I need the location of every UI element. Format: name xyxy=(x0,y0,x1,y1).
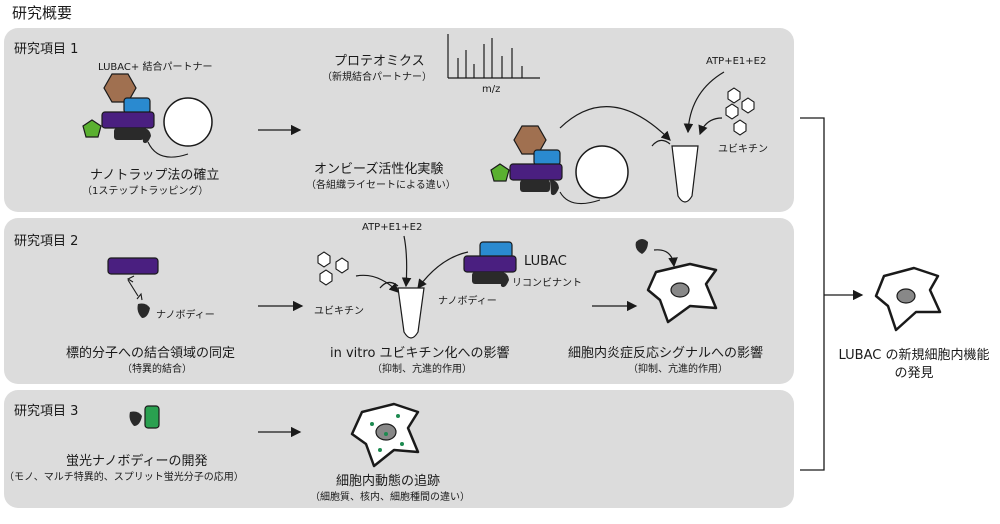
lubac-label: LUBAC xyxy=(524,254,567,269)
outcome-line-1: LUBAC の新規細胞内機能 xyxy=(838,348,990,363)
bracket xyxy=(800,117,825,471)
ubiquitin-label-2: ユビキチン xyxy=(314,306,364,317)
outcome-cell-icon xyxy=(874,266,942,332)
arrow-atp-1 xyxy=(683,71,725,134)
binding-sub: （特異的結合） xyxy=(122,364,192,375)
fluorescent-nanobody xyxy=(129,405,160,429)
lubac-partner-label: LUBAC+ 結合パートナー xyxy=(98,62,213,73)
arrow-atp-2 xyxy=(401,235,412,288)
cell-icon-1 xyxy=(646,262,718,324)
ubiquitin-label-1: ユビキチン xyxy=(718,144,768,155)
tracking-title: 細胞内動態の追跡 xyxy=(336,474,441,489)
lubac-recombinant xyxy=(463,241,517,288)
tracking-sub: （細胞質、核内、細胞種間の違い） xyxy=(310,492,470,503)
item-2-label: 研究項目 2 xyxy=(14,234,79,249)
proteomics-sub: （新規結合パートナー） xyxy=(322,72,432,83)
proteomics-title: プロテオミクス xyxy=(334,54,425,69)
arrow-ub-2 xyxy=(355,274,399,293)
outcome-line-2: の発見 xyxy=(894,366,934,381)
mz-label: m/z xyxy=(482,84,501,95)
onbeads-sub: （各組織ライセートによる違い） xyxy=(306,180,456,191)
atp-label-1: ATP+E1+E2 xyxy=(706,56,767,67)
reaction-tube-2 xyxy=(379,281,425,339)
nanotrap-sub: （1ステップトラッピング） xyxy=(82,186,209,197)
cell-icon-tracking xyxy=(350,402,420,468)
recombinant-label: リコンビナント xyxy=(512,278,582,289)
item-3-label: 研究項目 3 xyxy=(14,404,79,419)
fluor-sub: （モノ、マルチ特異的、スプリット蛍光分子の応用） xyxy=(4,472,244,483)
item-1-label: 研究項目 1 xyxy=(14,42,79,57)
signal-title: 細胞内炎症反応シグナルへの影響 xyxy=(568,346,764,361)
nanobody-icon-1 xyxy=(137,303,150,318)
arrow-lubac-2 xyxy=(417,251,469,289)
arrow-bead-to-tube xyxy=(559,106,671,141)
invitro-sub: （抑制、亢進的作用） xyxy=(372,364,472,375)
reaction-tube-1 xyxy=(651,139,699,203)
fluor-title: 蛍光ナノボディーの開発 xyxy=(66,454,208,469)
signal-sub: （抑制、亢進的作用） xyxy=(628,364,728,375)
page-title: 研究概要 xyxy=(12,4,73,22)
target-molecule xyxy=(107,257,159,275)
arrow-ub-1 xyxy=(698,117,723,136)
ubiquitin-icons-1 xyxy=(725,87,755,136)
atp-label-2: ATP+E1+E2 xyxy=(362,222,423,233)
invitro-title: in vitro ユビキチン化への影響 xyxy=(330,346,510,361)
lubac-complex-1 xyxy=(82,73,213,158)
ubiquitin-icons-2 xyxy=(317,251,349,286)
nanotrap-title: ナノトラップ法の確立 xyxy=(90,168,220,183)
onbeads-title: オンビーズ活性化実験 xyxy=(314,162,444,177)
nanobody-label-2: ナノボディー xyxy=(438,296,497,307)
nanobody-icon-2 xyxy=(635,239,648,254)
lubac-complex-2 xyxy=(490,125,629,205)
mass-spectrum xyxy=(447,34,540,79)
binding-arrow xyxy=(127,279,139,297)
binding-title: 標的分子への結合領域の同定 xyxy=(66,346,236,361)
nanobody-label-1: ナノボディー xyxy=(156,310,215,321)
